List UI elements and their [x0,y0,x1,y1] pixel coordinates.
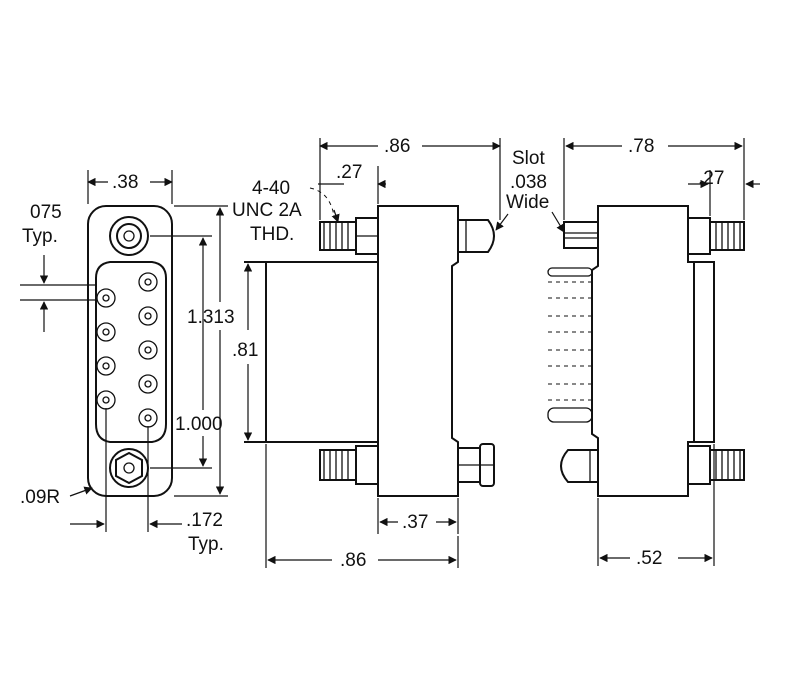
side-rear-body [265,261,379,443]
rear-top-overall-label: .78 [628,136,654,157]
thread-line2-label: UNC 2A [232,200,302,221]
side-top-overall-label: .86 [384,136,410,157]
corner-radius-label: .09R [20,487,60,508]
rear-flange [591,205,695,497]
side-top-jackscrew [319,217,379,255]
side-top-pin [457,219,495,253]
rear-bottom-width-label: .52 [636,548,662,569]
thread-line3-label: THD. [250,224,294,245]
slot-line3-label: Wide [506,192,549,213]
rear-body [693,261,715,443]
front-insert [95,261,167,443]
rear-thread-length-label: .27 [698,168,724,189]
side-bottom-overall-label: .86 [340,550,366,571]
flange-width-label: .37 [402,512,428,533]
side-bottom-jackscrew [319,445,379,485]
rear-bottom-jackscrew [687,445,745,485]
side-bottom-screw [457,443,495,487]
center-distance-label: 1.000 [175,414,223,435]
pin-diameter-typ-label: Typ. [22,226,58,247]
top-jackscrew [109,216,149,256]
pin-diameter-label: 075 [30,202,62,223]
thread-line1-label: 4-40 [252,178,290,199]
rear-contact-pins [547,267,593,423]
slot-line2-label: .038 [510,172,547,193]
slot-line1-label: Slot [512,148,545,169]
side-view: .86 .27 4-40 UNC 2A THD. .81 .37 .86 [232,136,501,571]
row-offset-label: .172 [186,510,223,531]
side-thread-length-label: .27 [336,162,362,183]
row-offset-typ-label: Typ. [188,534,224,555]
contact-pins [96,272,158,428]
side-flange [377,205,459,497]
rear-slotted-screw [563,221,599,249]
front-view: .38 075 Typ. 1.313 1.000 .09R .172 Typ. [20,170,235,555]
front-width-label: .38 [112,172,138,193]
rear-view: Slot .038 Wide .78 .27 .52 [495,136,760,569]
rear-bottom-pin [560,449,599,483]
side-body-height-label: .81 [232,340,258,361]
rear-top-jackscrew [687,217,745,255]
front-shell [87,205,173,497]
bottom-jackscrew [109,448,149,488]
front-height-label: 1.313 [187,307,235,328]
